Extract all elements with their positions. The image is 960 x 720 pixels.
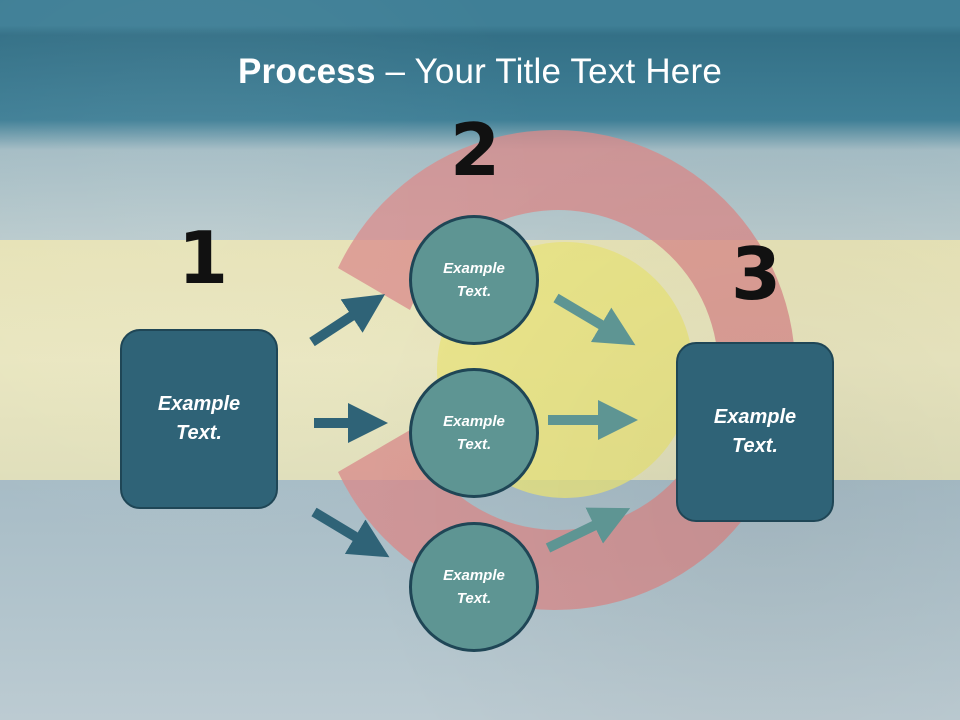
left-box-line2: Text. [176, 422, 222, 444]
circle-top: Example Text. [409, 215, 539, 345]
step-number-1: 1 [178, 216, 229, 300]
title-bold: Process [238, 52, 376, 91]
circle-top-line1: Example [443, 260, 505, 277]
right-box-line2: Text. [732, 435, 778, 457]
right-process-box: Example Text. [676, 342, 834, 522]
title-rest: – Your Title Text Here [375, 52, 722, 91]
circle-middle-line2: Text. [456, 436, 492, 453]
step-number-3: 3 [731, 232, 782, 316]
left-box-line1: Example [157, 393, 241, 415]
circle-middle: Example Text. [409, 368, 539, 498]
arrow-left-to-bottom [311, 507, 390, 558]
arrow-top-to-right [553, 293, 636, 346]
circle-bottom-line2: Text. [456, 590, 492, 607]
arrow-bottom-to-right [545, 507, 631, 553]
arrow-left-to-top [309, 294, 386, 347]
page-title: Process – Your Title Text Here [0, 52, 960, 92]
step-number-2: 2 [450, 108, 501, 192]
right-box-line1: Example [713, 406, 797, 428]
circle-top-line2: Text. [456, 283, 492, 300]
circle-bottom-line1: Example [443, 567, 505, 584]
circle-middle-line1: Example [443, 413, 505, 430]
circle-bottom: Example Text. [409, 522, 539, 652]
left-process-box: Example Text. [120, 329, 278, 509]
